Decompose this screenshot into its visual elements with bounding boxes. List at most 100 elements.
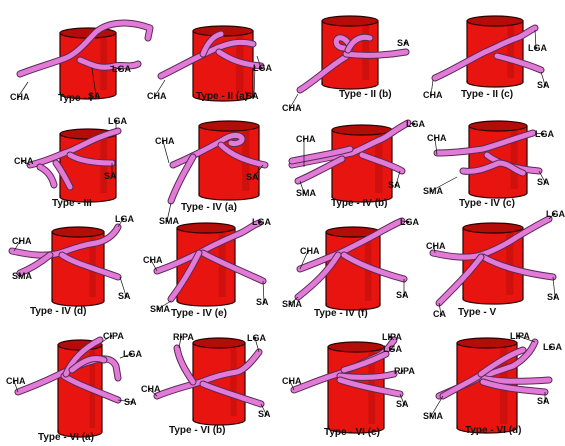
aorta-top	[328, 342, 384, 352]
variant-panel: LIPA LGA SMA SA Type - VI (d)	[423, 330, 564, 441]
aorta-top	[193, 338, 245, 348]
vessel-label: SA	[256, 298, 269, 307]
panel-title: Type - VI (a)	[38, 433, 94, 443]
vessel-label: SA	[118, 292, 131, 301]
vessel-label: CHA	[427, 134, 447, 143]
vessel-label: RIPA	[173, 333, 194, 342]
variant-panel: LGA CHA SA SMA Type - IV (c)	[423, 115, 564, 226]
vessel-label: LGA	[253, 64, 272, 73]
vessel-label: SA	[124, 398, 137, 407]
vessel-label: SA	[258, 410, 271, 419]
vessel-illustration	[282, 8, 423, 119]
vessel-label: SA	[537, 81, 550, 90]
aorta-top	[52, 227, 104, 237]
vessel-label: LGA	[252, 218, 271, 227]
aorta-top	[332, 125, 392, 135]
vessel-label: CHA	[14, 157, 34, 166]
vessel-label: LGA	[400, 218, 419, 227]
variant-panel: CIPA LGA CHA SA Type - VI (a)	[0, 330, 141, 441]
vessel-label: CHA	[12, 237, 32, 246]
vessel-label: CHA	[155, 137, 175, 146]
vessel-label: CA	[433, 310, 446, 319]
variant-panel: LGACHASAType - II (a)	[141, 8, 282, 119]
panel-title: Type - III	[52, 199, 92, 209]
vessel-label: CIPA	[103, 332, 124, 341]
vessel-label: LGA	[115, 215, 134, 224]
variant-panel: RIPA LGA CHA SA Type - VI (b)	[141, 330, 282, 441]
vessel-label: SA	[396, 400, 409, 409]
vessel-label: SMA	[423, 412, 443, 421]
vessel-label: SA	[388, 181, 401, 190]
vessel-illustration	[282, 115, 423, 226]
panel-title: Type - IV (c)	[459, 199, 515, 209]
aorta-top	[199, 121, 259, 131]
panel-title: Type - IV (e)	[171, 309, 227, 319]
vessel-label: CHA	[282, 104, 302, 113]
aorta-shade	[507, 26, 514, 78]
variant-panel: SA CHA Type - II (b)	[282, 8, 423, 119]
panel-title: Type - VI (b)	[169, 426, 225, 436]
aorta-top	[322, 16, 378, 26]
vessel-label: LGA	[108, 117, 127, 126]
aorta-shade	[230, 348, 236, 416]
panel-title: Type - IV (d)	[30, 307, 86, 317]
vessel-label: SMA	[423, 187, 443, 196]
panel-title: Type - I	[58, 94, 92, 104]
vessel-label: LGA	[535, 130, 554, 139]
vessel-label: LGA	[112, 65, 131, 74]
vessel-label: SA	[537, 178, 550, 187]
panel-title: Type - IV (f)	[314, 309, 368, 319]
aorta-top	[457, 338, 517, 348]
vessel-label: CHA	[6, 377, 26, 386]
variant-panel: CHASASMAType - IV (a)	[141, 115, 282, 226]
vessel-label: CHA	[147, 92, 167, 101]
vessel-label: LGA	[383, 345, 402, 354]
aorta-top	[463, 223, 523, 233]
vessel-label: LGA	[543, 343, 562, 352]
vessel-illustration	[0, 115, 141, 226]
vessel-label: LIPA	[510, 332, 530, 341]
panel-title: Type - VI (d)	[465, 426, 521, 436]
vessel-label: LIPA	[382, 333, 402, 342]
vessel-label: SA	[396, 291, 409, 300]
vessel-label: LGA	[123, 350, 142, 359]
vessel-label: SA	[537, 397, 550, 406]
panel-title: Type - II (c)	[461, 90, 513, 100]
aorta	[467, 16, 523, 87]
panel-title: Type - VI (c)	[324, 428, 380, 438]
vessel-label: SMA	[150, 305, 170, 314]
panel-title: Type - IV (b)	[331, 199, 387, 209]
vessel-label: SMA	[296, 189, 316, 198]
vessel-label: CHA	[300, 247, 320, 256]
variant-panel: LIPA LGA RIPA CHA SA Type - VI (c)	[282, 330, 423, 441]
variant-panel: LGA CHA SMA SA Type - IV (d)	[0, 215, 141, 326]
variant-panel: LGACHASMASAType - IV (b)	[282, 115, 423, 226]
aorta-body	[467, 21, 523, 82]
vessel-label: CHA	[282, 377, 302, 386]
aorta-top	[177, 223, 235, 233]
vessel-label: LGA	[546, 210, 565, 219]
aorta-top	[467, 16, 523, 26]
variant-panel: CHASALGAType - I	[0, 8, 141, 119]
vessel-label: SMA	[282, 300, 302, 309]
vessel-label: SMA	[12, 272, 32, 281]
vessel-label: LGA	[528, 44, 547, 53]
vessel-label: SA	[104, 172, 117, 181]
variant-panel: LGA CHA SA Type - III	[0, 115, 141, 226]
vessel-label: CHA	[426, 242, 446, 251]
variant-panel: LGASACHAType - II (c)	[423, 8, 564, 119]
panel-title: Type - II (b)	[339, 90, 392, 100]
vessel-label: SA	[547, 293, 560, 302]
vessel-illustration	[423, 8, 564, 119]
vessel-label: LGA	[247, 334, 266, 343]
vessel-label: RIPA	[394, 367, 415, 376]
variant-panel: LGA CHA SMA SA Type - IV (f)	[282, 215, 423, 326]
panel-title: Type - IV (a)	[181, 203, 237, 213]
vessel-label: SA	[397, 39, 410, 48]
vessel-label: CHA	[10, 93, 30, 102]
vessel-label: CHA	[141, 385, 161, 394]
aorta-top	[469, 121, 527, 131]
panel-title: Type - II (a)	[196, 92, 248, 102]
